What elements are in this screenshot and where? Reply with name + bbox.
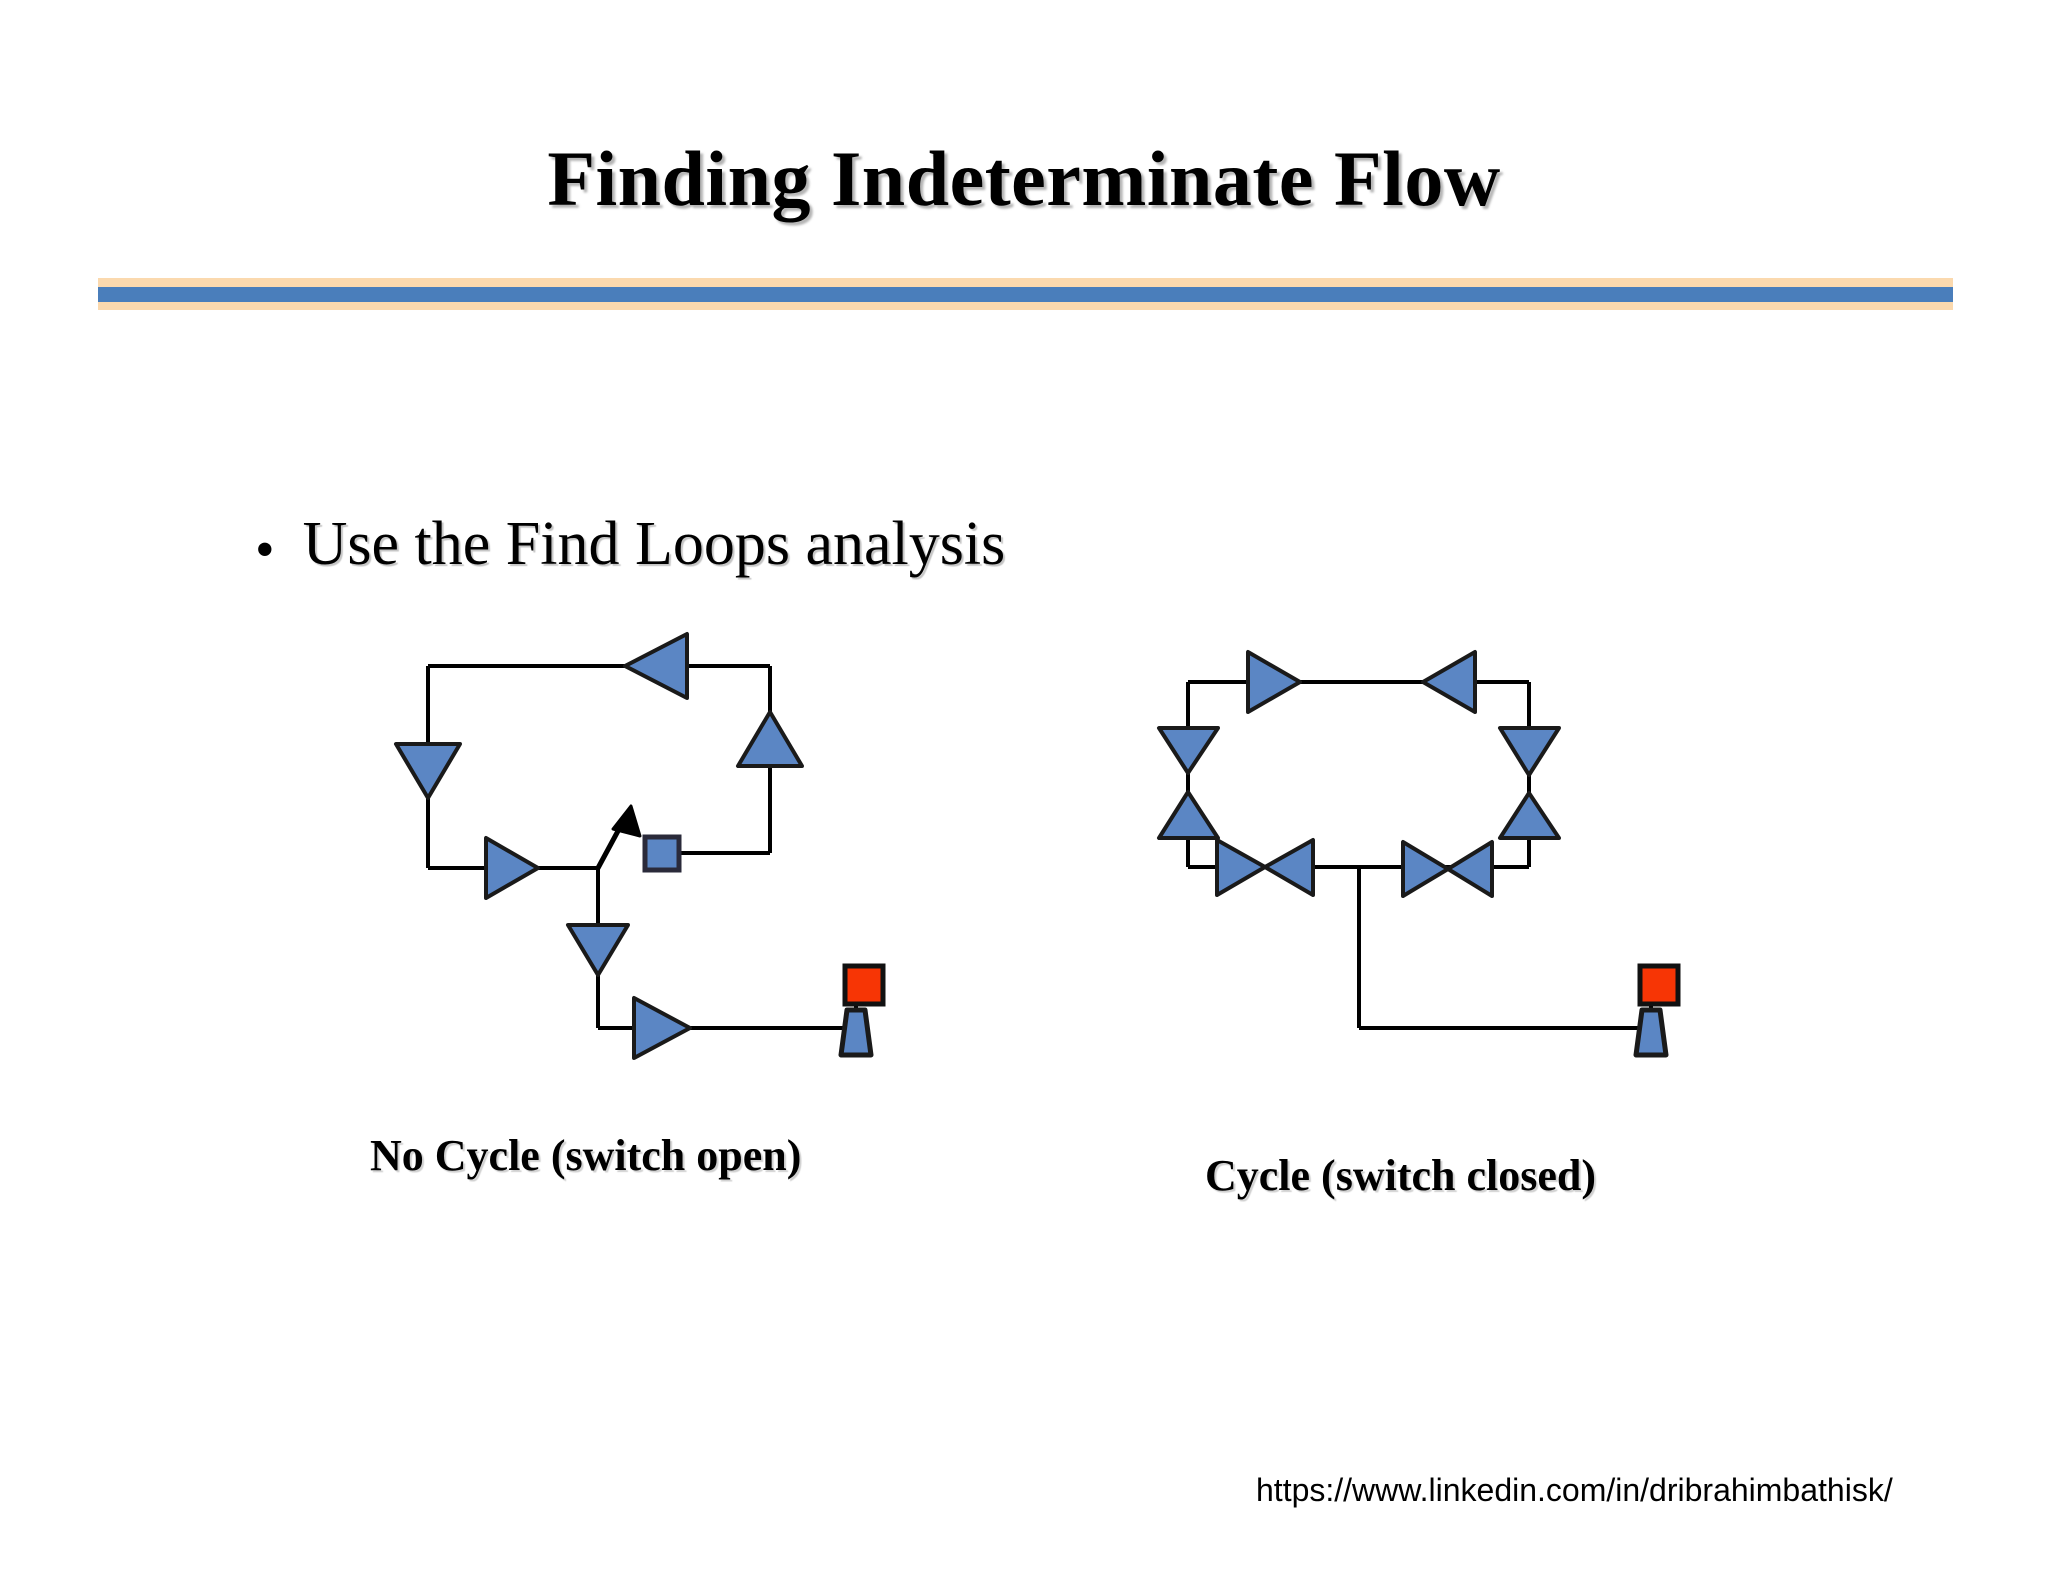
- switch-contact-square[interactable]: [642, 834, 682, 873]
- bullet-dot-icon: •: [255, 519, 275, 581]
- red-source-terminal-icon[interactable]: [842, 963, 886, 1007]
- arrow-up-left: [1157, 790, 1220, 840]
- figure-cycle: [1157, 650, 1681, 1058]
- divider-blue-bar: [98, 287, 1953, 302]
- cycle-wiring: [1186, 680, 1653, 1030]
- arrow-left-bottom-b: [1446, 840, 1494, 898]
- figure-no-cycle: [394, 632, 886, 1060]
- arrow-left-top: [623, 632, 689, 700]
- open-switch-arrow-icon[interactable]: [595, 804, 642, 871]
- arrow-up-right: [736, 710, 804, 768]
- footer-source-url[interactable]: https://www.linkedin.com/in/dribrahimbat…: [1256, 1472, 1893, 1508]
- no-cycle-wiring: [426, 664, 858, 1030]
- arrow-right-top-a: [1246, 650, 1302, 714]
- arrow-left-bottom-a: [1263, 838, 1315, 897]
- bullet-item-label: Use the Find Loops analysis: [302, 510, 1006, 578]
- arrow-down-right: [1498, 726, 1561, 777]
- arrow-down-drop: [566, 923, 630, 977]
- bullet-list-item: • Use the Find Loops analysis: [255, 510, 1006, 581]
- arrow-right-bottom-b: [1401, 840, 1450, 898]
- figure-caption-no-cycle: No Cycle (switch open): [370, 1131, 802, 1180]
- arrow-right-bottom-a: [1215, 838, 1267, 897]
- red-source-terminal-icon[interactable]: [1637, 963, 1681, 1007]
- arrow-down-left: [1157, 726, 1220, 775]
- title-divider: [98, 278, 1953, 310]
- blue-trapezoid-terminal-icon[interactable]: [838, 1007, 874, 1058]
- arrow-right-bottom-left: [484, 836, 540, 900]
- blue-trapezoid-terminal-icon[interactable]: [1633, 1007, 1669, 1058]
- arrow-right-bottom-run: [632, 996, 692, 1060]
- arrow-up-right: [1498, 791, 1561, 840]
- arrow-left-top-b: [1421, 650, 1477, 714]
- page-title: Finding Indeterminate Flow: [547, 135, 1501, 222]
- figure-caption-cycle: Cycle (switch closed): [1205, 1151, 1597, 1200]
- arrow-down-left: [394, 742, 462, 800]
